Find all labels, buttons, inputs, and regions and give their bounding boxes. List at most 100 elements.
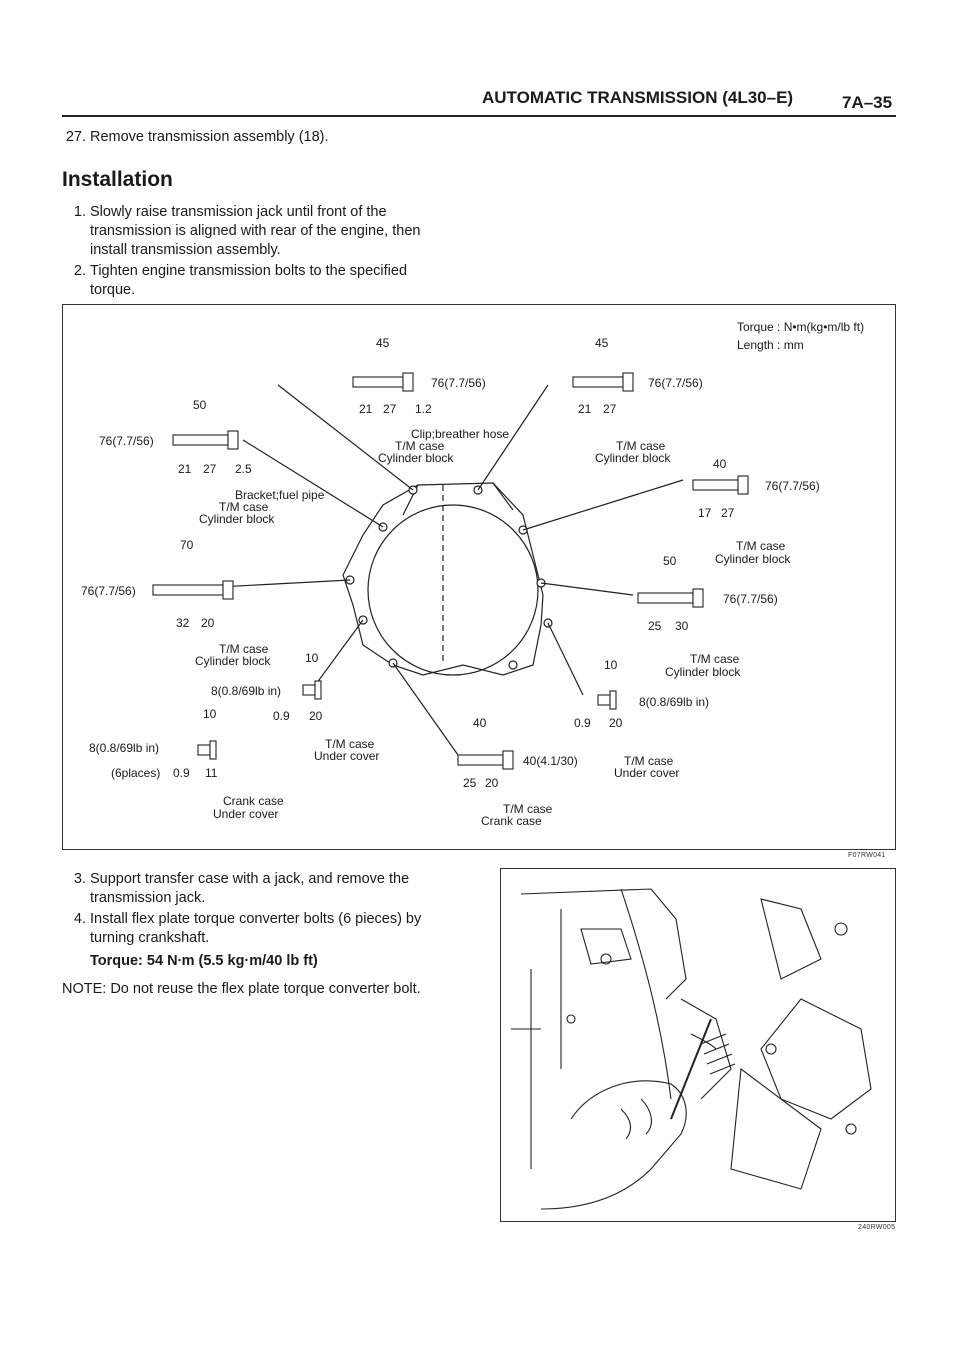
dim-label: 0.9 [574,716,591,730]
part-label: T/M case [503,802,553,816]
torque-spec: Torque: 54 N∙m (5.5 kg·m/40 lb ft) [90,953,318,969]
step-number: 1. [73,204,86,220]
bolt-length-label: 10 [604,658,618,672]
dim-label: 17 [698,506,712,520]
part-label: Under cover [614,766,679,780]
step-number: 4. [73,911,86,927]
torque-label: 76(7.7/56) [648,376,703,390]
bolt-length-label: 45 [595,336,609,350]
step-line: Tighten engine transmission bolts to the… [90,263,408,279]
step-3: 3.Support transfer case with a jack, and… [62,870,462,908]
part-label: T/M case [325,737,375,751]
torque-label: 76(7.7/56) [99,434,154,448]
part-label: Under cover [314,749,379,763]
housing-bore [367,504,539,676]
bolt-length-label: 45 [376,336,390,350]
dim-label: 27 [603,402,617,416]
part-label: T/M case [690,652,740,666]
part-label: Cylinder block [715,552,791,566]
dim-label: 21 [359,402,373,416]
photo-id: 240RW005 [858,1224,896,1231]
figure-id: F07RW041 [848,852,886,859]
bell-housing-outline [342,482,544,676]
step-line: Install flex plate torque converter bolt… [90,911,422,927]
torque-label: 40(4.1/30) [523,754,578,768]
part-label: Bracket;fuel pipe [235,488,325,502]
part-label: Cylinder block [195,654,271,668]
part-label: Under cover [213,807,278,821]
torque-label: 76(7.7/56) [431,376,486,390]
installation-photo [500,868,896,1222]
dim-label: 25 [463,776,477,790]
part-label: Crank case [481,814,542,828]
part-label: T/M case [219,500,269,514]
bolt-length-label: 50 [193,398,207,412]
bolt-length-label: 10 [203,707,217,721]
torque-label: 76(7.7/56) [81,584,136,598]
section-heading: Installation [62,168,173,191]
dim-label: 2.5 [235,462,252,476]
dim-label: 25 [648,619,662,633]
dim-label: 20 [485,776,499,790]
step-line: torque. [90,282,136,298]
header-title: AUTOMATIC TRANSMISSION (4L30–E) [482,88,794,107]
dim-label: 27 [721,506,735,520]
dim-label: 20 [309,709,323,723]
bolt-length-label: 10 [305,651,319,665]
step-1: 1.Slowly raise transmission jack until f… [62,203,462,260]
part-label: T/M case [736,539,786,553]
dim-label: 27 [203,462,217,476]
header-rule [62,115,896,117]
part-label: Cylinder block [665,665,741,679]
step-line: install transmission assembly. [90,242,281,258]
torque-label: 8(0.8/69lb in) [639,695,709,709]
part-label: Cylinder block [199,512,275,526]
step-line: Slowly raise transmission jack until fro… [90,204,387,220]
step-27: 27.Remove transmission assembly (18). [62,128,329,147]
dim-label: 20 [609,716,623,730]
step-number: 27. [65,129,86,145]
step-line: Support transfer case with a jack, and r… [90,871,410,887]
part-label: Cylinder block [595,451,671,465]
dim-label: 21 [578,402,592,416]
step-line: turning crankshaft. [90,930,210,946]
dim-label: 27 [383,402,397,416]
step-line: transmission jack. [90,890,206,906]
part-label: T/M case [616,439,666,453]
torque-label: 76(7.7/56) [765,479,820,493]
torque-label: 76(7.7/56) [723,592,778,606]
dim-label: 32 [176,616,190,630]
legend-torque: Torque : N•m(kg•m/lb ft) [737,320,864,334]
dim-label: 20 [201,616,215,630]
part-label: T/M case [624,754,674,768]
step-number: 2. [73,263,86,279]
bolt-length-label: 50 [663,554,677,568]
part-label: Clip;breather hose [411,427,509,441]
part-label: T/M case [219,642,269,656]
places-label: (6places) [111,766,160,780]
step-line: transmission is aligned with rear of the… [90,223,421,239]
bolt-length-label: 40 [713,457,727,471]
bolt-length-label: 40 [473,716,487,730]
dim-label: 30 [675,619,689,633]
torque-label: 8(0.8/69lb in) [211,684,281,698]
step-number: 3. [73,871,86,887]
dim-label: 0.9 [173,766,190,780]
dim-label: 21 [178,462,192,476]
torque-label: 8(0.8/69lb in) [89,741,159,755]
part-label: T/M case [395,439,445,453]
dim-label: 0.9 [273,709,290,723]
bolt-torque-diagram: Torque : N•m(kg•m/lb ft) Length : mm 45 … [62,304,896,850]
diagram-svg: Torque : N•m(kg•m/lb ft) Length : mm 45 … [81,320,864,828]
dim-label: 11 [205,766,218,780]
bolt-length-label: 70 [180,538,194,552]
step-4: 4.Install flex plate torque converter bo… [62,910,472,948]
dim-label: 1.2 [415,402,432,416]
page-number: 7A–35 [842,93,893,112]
step-2: 2.Tighten engine transmission bolts to t… [62,262,462,300]
part-label: Cylinder block [378,451,454,465]
step-text: Remove transmission assembly (18). [90,129,329,145]
note: NOTE: Do not reuse the flex plate torque… [62,981,421,997]
photo-illustration [511,888,872,1210]
legend-length: Length : mm [737,338,804,352]
